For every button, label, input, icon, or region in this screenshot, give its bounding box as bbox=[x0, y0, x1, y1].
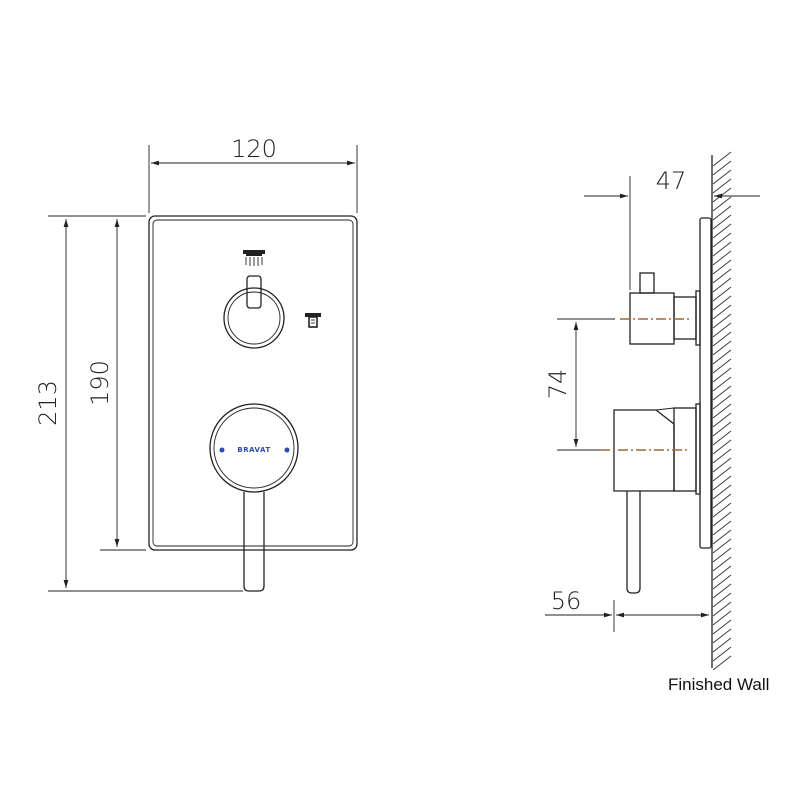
mixer-side bbox=[600, 403, 701, 594]
wall-hatch-line bbox=[712, 628, 732, 644]
wall-hatch-line bbox=[712, 358, 732, 374]
depth-dimension: 47 bbox=[584, 167, 760, 290]
wall-hatch-line bbox=[712, 304, 732, 320]
wall-hatch-line bbox=[712, 223, 732, 239]
wall-hatch-line bbox=[712, 322, 732, 338]
wall-hatch-line bbox=[712, 331, 732, 347]
wall-hatch-line bbox=[712, 430, 732, 446]
wall-hatch-line bbox=[712, 538, 732, 554]
side-view: 47 74 56 Finished Wall bbox=[544, 151, 769, 694]
wall-hatch-line bbox=[712, 619, 732, 635]
wall-hatch-line bbox=[712, 367, 732, 383]
wall-hatch-line bbox=[712, 286, 732, 302]
lever-dimension: 56 bbox=[545, 587, 709, 632]
wall-hatch-line bbox=[712, 637, 732, 653]
wall-hatch-line bbox=[712, 493, 732, 509]
wall-hatch-line bbox=[712, 529, 732, 545]
wall-hatch-line bbox=[712, 646, 732, 662]
diverter-knob bbox=[223, 275, 285, 349]
diverter-side bbox=[620, 272, 701, 346]
wall-hatch-line bbox=[712, 232, 732, 248]
wall-hatch-line bbox=[712, 250, 732, 266]
wall-hatch-line bbox=[712, 214, 732, 230]
height-outer-dim-label: 213 bbox=[34, 380, 62, 426]
wall-hatch-line bbox=[712, 403, 732, 419]
wall-hatch-line bbox=[712, 394, 732, 410]
wall-hatch-line bbox=[712, 565, 732, 581]
wall-hatch-line bbox=[712, 277, 732, 293]
wall-hatch-line bbox=[712, 466, 732, 482]
height-plate-dimension: 190 bbox=[86, 219, 146, 551]
wall-hatch-line bbox=[712, 196, 732, 212]
lever-dim-label: 56 bbox=[551, 587, 582, 615]
wall-hatch-line bbox=[712, 268, 732, 284]
wall-hatch-line bbox=[712, 151, 732, 167]
wall-hatch-line bbox=[712, 520, 732, 536]
wall-hatch-line bbox=[712, 178, 732, 194]
wall-hatch-line bbox=[712, 205, 732, 221]
height-plate-dim-label: 190 bbox=[86, 360, 114, 406]
wall-hatch-line bbox=[712, 511, 732, 527]
wall-hatch-line bbox=[712, 169, 732, 185]
depth-dim-label: 47 bbox=[656, 167, 687, 195]
wall-hatch-line bbox=[712, 484, 732, 500]
wall-hatch-line bbox=[712, 340, 732, 356]
wall-hatch-line bbox=[712, 502, 732, 518]
cover-plate bbox=[148, 215, 358, 551]
wall-hatch-line bbox=[712, 457, 732, 473]
wall-hatch-line bbox=[712, 295, 732, 311]
wall-hatch-line bbox=[712, 241, 732, 257]
wall-hatch-line bbox=[712, 475, 732, 491]
wall-hatch-line bbox=[712, 385, 732, 401]
plate-side-profile bbox=[699, 217, 712, 549]
tap-spout-icon bbox=[305, 313, 321, 328]
wall-hatch-line bbox=[712, 187, 732, 203]
spacing-dimension: 74 bbox=[544, 318, 615, 451]
front-view: BRAVAT 120 213 190 bbox=[34, 135, 358, 592]
wall-hatch-line bbox=[712, 349, 732, 365]
finished-wall bbox=[711, 151, 732, 671]
wall-hatch-line bbox=[712, 655, 732, 671]
mixer-handle: BRAVAT bbox=[209, 403, 299, 592]
wall-hatch-line bbox=[712, 610, 732, 626]
wall-hatch-line bbox=[712, 160, 732, 176]
wall-hatch-line bbox=[712, 439, 732, 455]
wall-hatch-line bbox=[712, 601, 732, 617]
height-outer-dimension: 213 bbox=[34, 215, 243, 592]
shower-head-icon bbox=[243, 250, 265, 266]
cover-plate-inner bbox=[152, 219, 354, 547]
wall-hatch-line bbox=[712, 421, 732, 437]
wall-hatch-line bbox=[712, 547, 732, 563]
spacing-dim-label: 74 bbox=[544, 369, 572, 400]
wall-hatch-line bbox=[712, 448, 732, 464]
wall-hatch-line bbox=[712, 592, 732, 608]
wall-hatch-line bbox=[712, 583, 732, 599]
wall-hatch-line bbox=[712, 556, 732, 572]
wall-hatch-line bbox=[712, 259, 732, 275]
wall-label: Finished Wall bbox=[668, 675, 769, 694]
wall-hatch-line bbox=[712, 412, 732, 428]
wall-hatch-line bbox=[712, 376, 732, 392]
width-dim-label: 120 bbox=[231, 135, 277, 163]
brand-label: BRAVAT bbox=[237, 446, 270, 454]
width-dimension: 120 bbox=[148, 135, 358, 213]
wall-hatch-line bbox=[712, 313, 732, 329]
wall-hatch-line bbox=[712, 574, 732, 590]
